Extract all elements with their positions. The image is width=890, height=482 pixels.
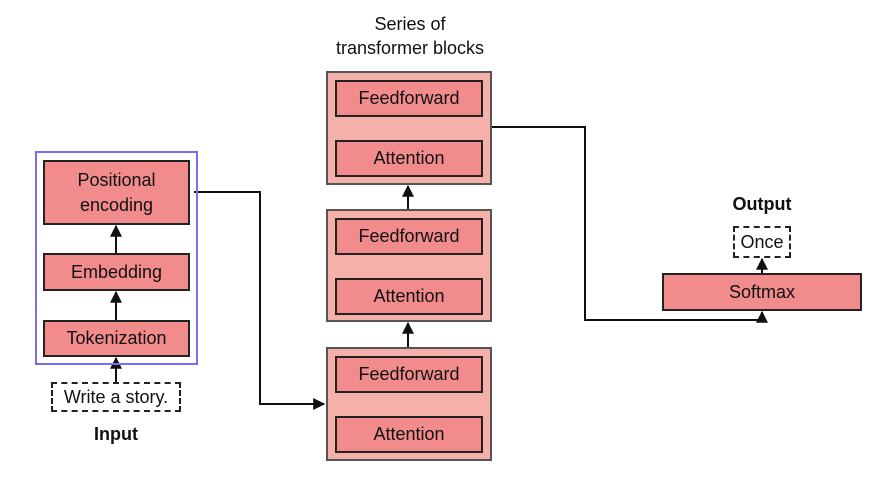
block3-attention: Attention (335, 416, 483, 453)
diagram-title-line2: transformer blocks (335, 38, 485, 58)
block2-feedforward: Feedforward (335, 218, 483, 255)
diagram-title-line1: Series of (374, 14, 446, 34)
block1-feedforward: Feedforward (335, 80, 483, 117)
tokenization-box: Tokenization (43, 320, 190, 357)
block1-attention: Attention (335, 140, 483, 177)
softmax-box: Softmax (662, 273, 862, 311)
output-token-box: Once (733, 226, 791, 258)
preprocessing-frame (35, 151, 198, 365)
embedding-box: Embedding (43, 253, 190, 291)
arrow-block1-to-softmax (492, 126, 768, 323)
positional-encoding-box: Positional encoding (43, 160, 190, 225)
block2-attention: Attention (335, 278, 483, 315)
output-label: Output (732, 194, 792, 214)
arrow-positional-to-block3 (194, 191, 326, 410)
input-label: Input (94, 424, 138, 444)
block3-feedforward: Feedforward (335, 356, 483, 393)
input-text-box: Write a story. (51, 382, 181, 412)
